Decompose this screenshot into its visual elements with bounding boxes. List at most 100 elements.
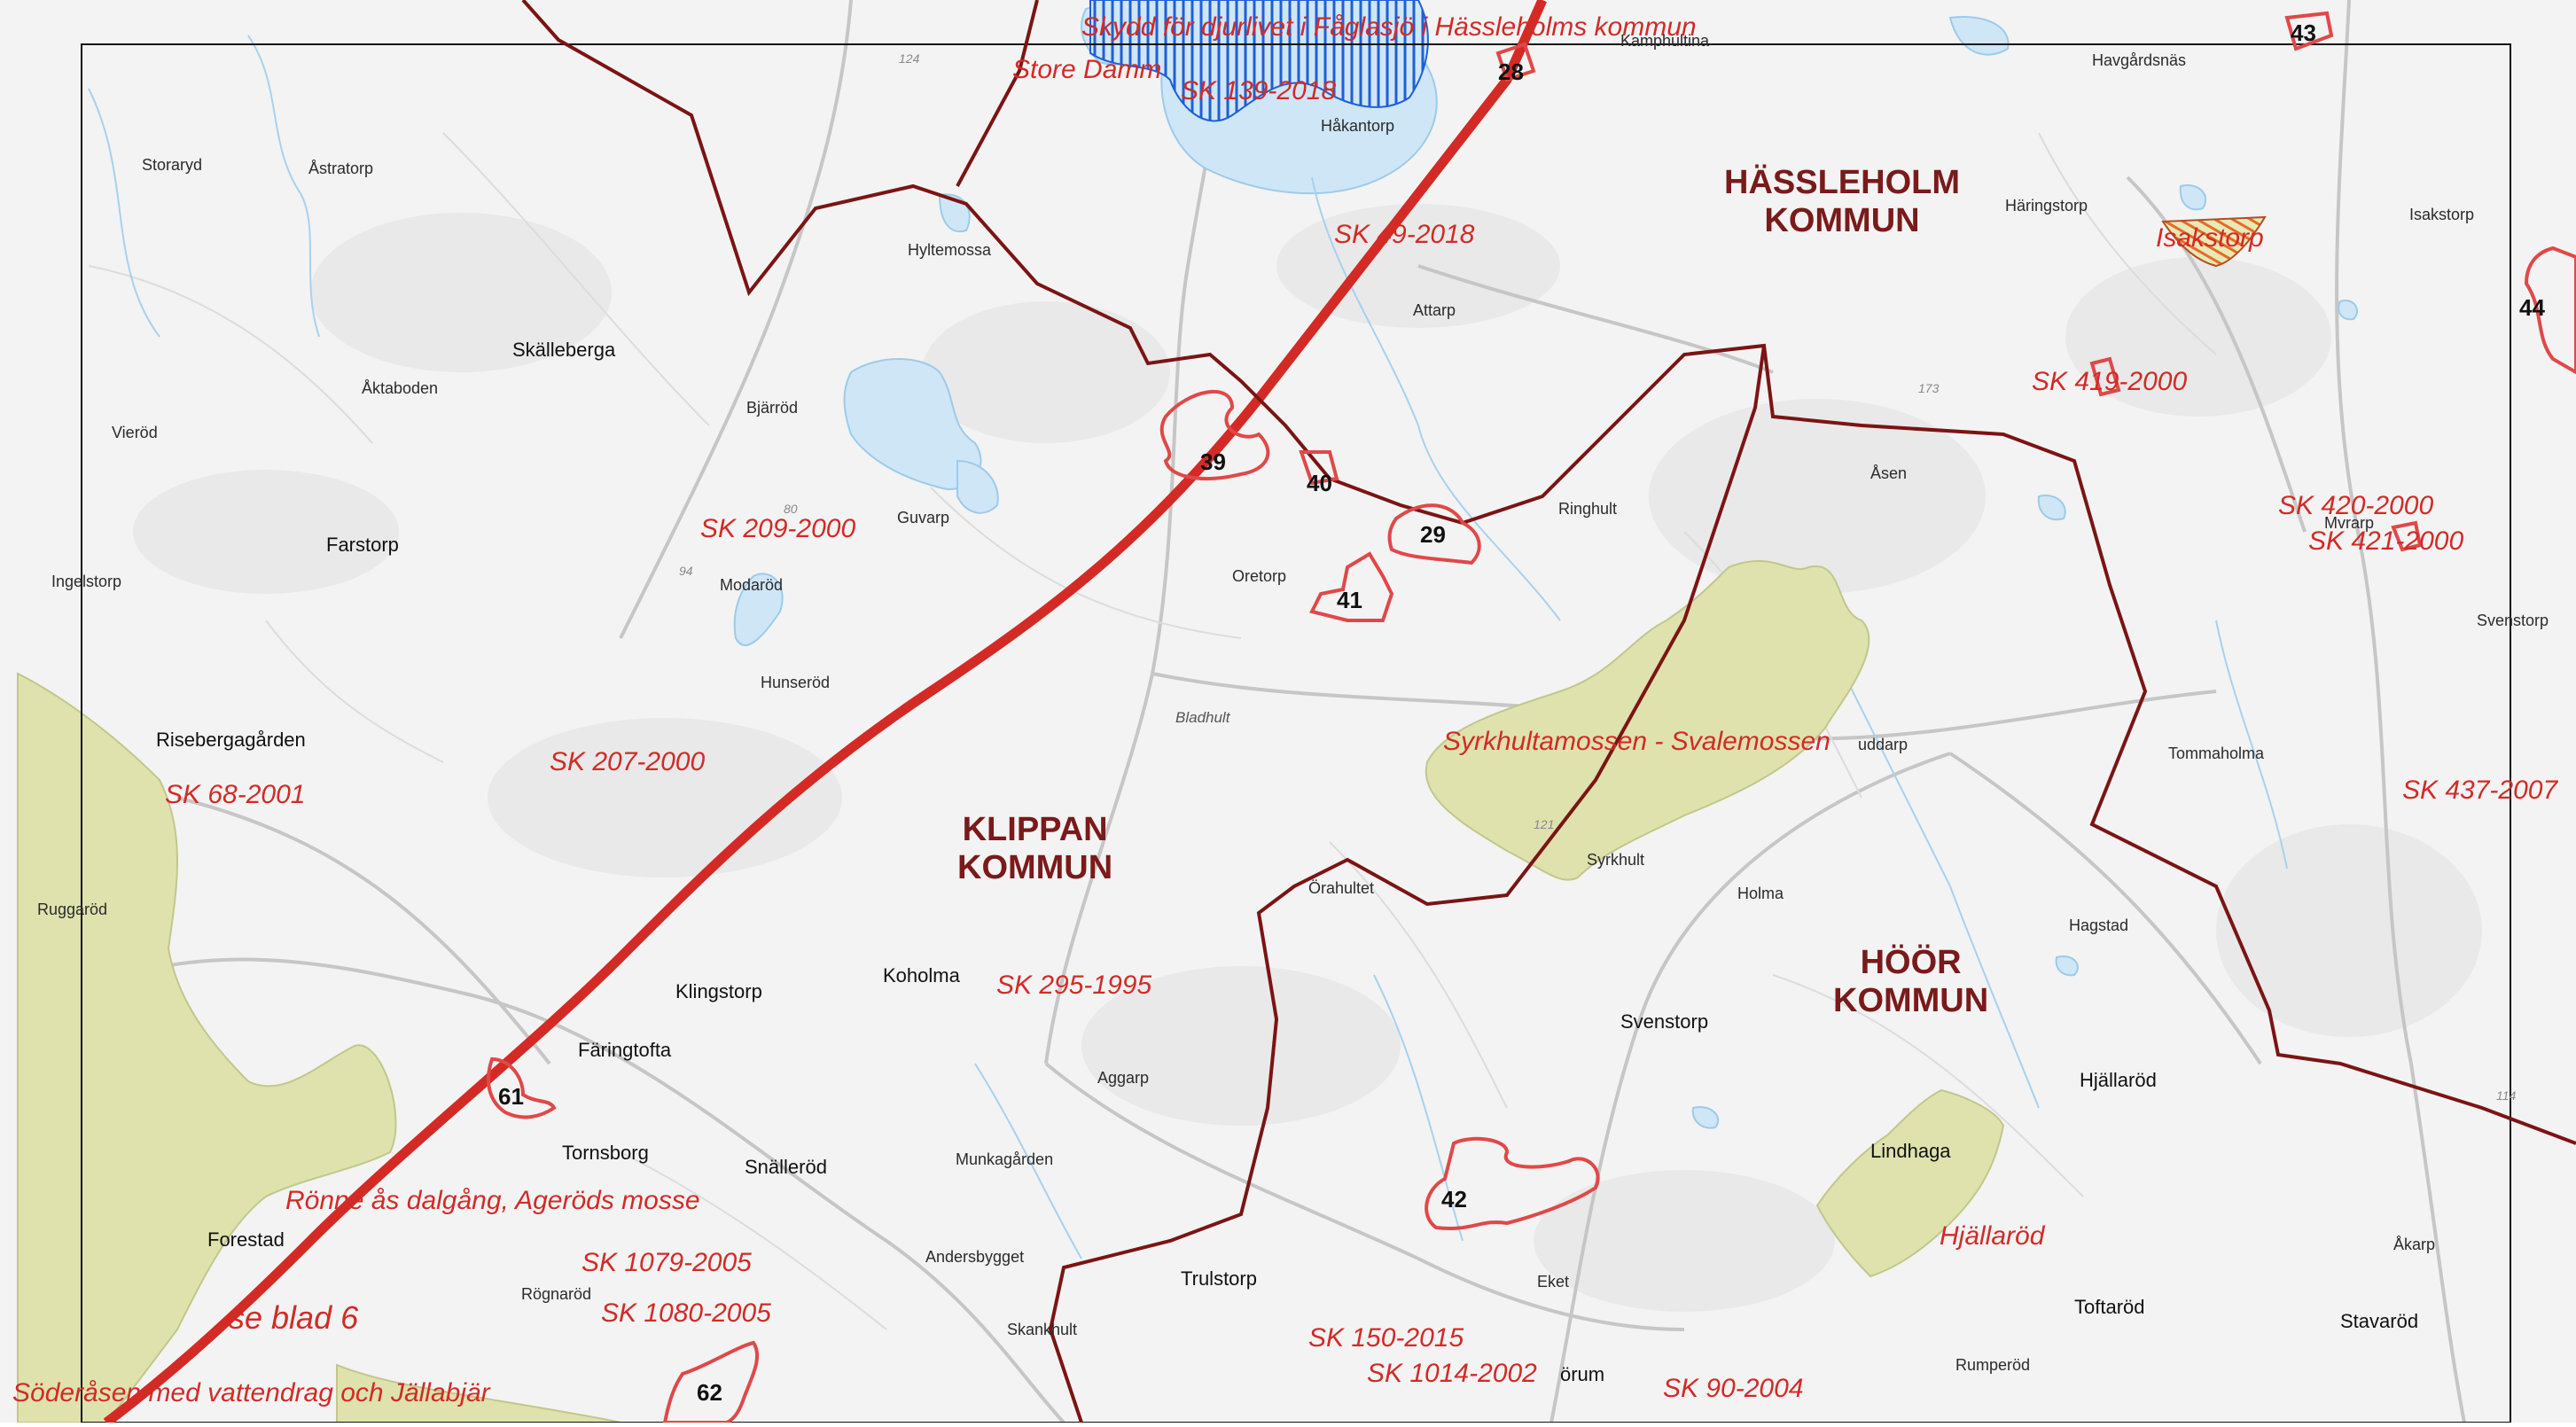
ref-sk-1080-2005[interactable]: SK 1080-2005 bbox=[601, 1298, 771, 1328]
place-tornsborg: Tornsborg bbox=[562, 1142, 649, 1164]
place-toftarod: Toftaröd bbox=[2074, 1296, 2145, 1318]
site-62-number[interactable]: 62 bbox=[697, 1379, 722, 1406]
railway-line[interactable] bbox=[103, 0, 1548, 1427]
place-stavarod: Stavaröd bbox=[2340, 1310, 2419, 1332]
site-42-number[interactable]: 42 bbox=[1441, 1186, 1467, 1213]
hoor-kommun-label: HÖÖR KOMMUN bbox=[1833, 944, 1988, 1020]
place-hyltemossa: Hyltemossa bbox=[908, 241, 992, 259]
place-modarod: Modaröd bbox=[720, 576, 784, 594]
place-havgardsnas: Havgårdsnäs bbox=[2092, 51, 2187, 69]
place-snallerod: Snälleröd bbox=[745, 1156, 827, 1178]
kommun-word: KOMMUN bbox=[1833, 982, 1989, 1019]
ref-sk-90-2004[interactable]: SK 90-2004 bbox=[1663, 1374, 1804, 1403]
syrkhultamossen-label[interactable]: Syrkhultamossen - Svalemossen bbox=[1443, 727, 1831, 756]
site-43-number[interactable]: 43 bbox=[2291, 19, 2316, 46]
place-forestad: Forestad bbox=[207, 1228, 285, 1251]
place-hjallarod: Hjällaröd bbox=[2080, 1069, 2157, 1091]
ref-sk-420-2000[interactable]: SK 420-2000 bbox=[2278, 491, 2434, 520]
site-61-number[interactable]: 61 bbox=[498, 1083, 524, 1110]
ref-sk-139-2018[interactable]: SK 139-2018 bbox=[1181, 76, 1337, 105]
site-42-outline bbox=[1425, 1136, 1600, 1230]
hjallarod-area-label[interactable]: Hjällaröd bbox=[1940, 1221, 2045, 1251]
place-svenstorp-east: Svenstorp bbox=[2477, 612, 2549, 629]
ref-sk-1014-2002[interactable]: SK 1014-2002 bbox=[1367, 1359, 1537, 1388]
ref-sk-421-2000[interactable]: SK 421-2000 bbox=[2308, 526, 2464, 556]
place-akarp: Åkarp bbox=[2393, 1236, 2436, 1253]
place-ingelstorp: Ingelstorp bbox=[51, 573, 122, 590]
elevation-121: 121 bbox=[1534, 817, 1555, 831]
kommun-name: HÖÖR bbox=[1860, 944, 1962, 981]
place-attarp: Attarp bbox=[1413, 301, 1456, 319]
site-39-outline bbox=[1159, 390, 1270, 480]
site-44-number[interactable]: 44 bbox=[2519, 294, 2545, 321]
ref-sk-150-2015[interactable]: SK 150-2015 bbox=[1308, 1323, 1464, 1353]
site-419-outline bbox=[2089, 356, 2121, 397]
place-haringstorp: Häringstorp bbox=[2005, 197, 2088, 214]
site-41-number[interactable]: 41 bbox=[1337, 587, 1362, 613]
site-44-outline bbox=[2524, 246, 2576, 375]
ronne-reserve bbox=[17, 672, 397, 1423]
ref-sk-209-2000[interactable]: SK 209-2000 bbox=[700, 514, 856, 543]
store-damm-label[interactable]: Store Damm bbox=[1012, 55, 1162, 84]
municipal-borders bbox=[521, 0, 2576, 1423]
elevation-124: 124 bbox=[899, 51, 920, 66]
place-andersbygget: Andersbygget bbox=[925, 1248, 1025, 1266]
site-28-number[interactable]: 28 bbox=[1498, 58, 1524, 85]
place-orum: örum bbox=[1560, 1363, 1605, 1385]
site-40-number[interactable]: 40 bbox=[1307, 470, 1332, 496]
place-mvrarp: Mvrarp bbox=[2324, 514, 2375, 532]
kommun-word: KOMMUN bbox=[957, 849, 1113, 886]
site-421-outline bbox=[2391, 520, 2423, 552]
place-hakantorp: Håkantorp bbox=[1321, 117, 1395, 135]
streams bbox=[88, 35, 2288, 1259]
ref-sk-207-2000[interactable]: SK 207-2000 bbox=[550, 747, 706, 776]
ronne-label[interactable]: Rönne ås dalgång, Ageröds mosse bbox=[285, 1186, 700, 1215]
site-29-number[interactable]: 29 bbox=[1420, 521, 1446, 548]
place-rumperod: Rumperöd bbox=[1955, 1356, 2031, 1374]
place-bladhult: Bladhult bbox=[1175, 709, 1230, 726]
kommun-name: HÄSSLEHOLM bbox=[1724, 164, 1960, 201]
se-blad-label[interactable]: se blad 6 bbox=[229, 1299, 359, 1336]
ref-sk-68-2001[interactable]: SK 68-2001 bbox=[165, 780, 306, 809]
ref-sk-1079-2005[interactable]: SK 1079-2005 bbox=[582, 1248, 752, 1277]
lindhaga-reserve bbox=[1815, 1088, 2005, 1278]
ref-sk-295-1995[interactable]: SK 295-1995 bbox=[996, 971, 1152, 1000]
place-guvarp: Guvarp bbox=[897, 509, 950, 526]
elevation-80: 80 bbox=[784, 502, 798, 516]
site-41-outline bbox=[1309, 551, 1394, 622]
faglasjo-protection-area[interactable] bbox=[1089, 0, 1429, 122]
kommun-name: KLIPPAN bbox=[962, 811, 1108, 848]
isakstorp-area[interactable] bbox=[2161, 215, 2267, 268]
place-hunserod: Hunseröd bbox=[761, 674, 831, 691]
ref-sk-49-2018[interactable]: SK 49-2018 bbox=[1334, 220, 1475, 249]
place-holma: Holma bbox=[1737, 885, 1784, 902]
place-tommaholma: Tommaholma bbox=[2168, 745, 2265, 762]
place-svenstorp: Svenstorp bbox=[1620, 1010, 1709, 1033]
place-lindhaga: Lindhaga bbox=[1870, 1140, 1951, 1162]
site-40-outline bbox=[1299, 450, 1339, 486]
place-koholma: Koholma bbox=[883, 964, 960, 986]
place-risebergagarden: Risebergagården bbox=[156, 729, 306, 751]
forest-patches bbox=[133, 204, 2482, 1312]
site-29-outline bbox=[1387, 503, 1481, 565]
isakstorp-area-label[interactable]: Isakstorp bbox=[2156, 223, 2264, 253]
place-oretorp: Oretorp bbox=[1232, 567, 1287, 585]
place-kamphultina: Kamphultina bbox=[1620, 32, 1710, 50]
elevation-114: 114 bbox=[2496, 1088, 2517, 1103]
ref-sk-419-2000[interactable]: SK 419-2000 bbox=[2032, 367, 2188, 396]
place-trulstorp: Trulstorp bbox=[1181, 1267, 1257, 1290]
place-aktaboden: Åktaboden bbox=[362, 379, 439, 397]
site-outlines bbox=[487, 11, 2576, 1424]
faglasjo-label[interactable]: Skydd för djurlivet i Fåglasjö i Hässleh… bbox=[1081, 12, 1697, 42]
site-61-outline bbox=[487, 1057, 557, 1119]
site-39-number[interactable]: 39 bbox=[1200, 448, 1226, 475]
place-syrkhult: Syrkhult bbox=[1587, 851, 1645, 869]
soderasen-label[interactable]: Söderåsen med vattendrag och Jällabjär bbox=[12, 1378, 490, 1408]
soderasen-reserve bbox=[336, 1363, 621, 1423]
place-farstorp: Farstorp bbox=[326, 534, 399, 556]
nature-reserves bbox=[17, 559, 2005, 1423]
place-storaryd: Storaryd bbox=[142, 156, 203, 174]
ref-sk-437-2007[interactable]: SK 437-2007 bbox=[2402, 776, 2558, 805]
